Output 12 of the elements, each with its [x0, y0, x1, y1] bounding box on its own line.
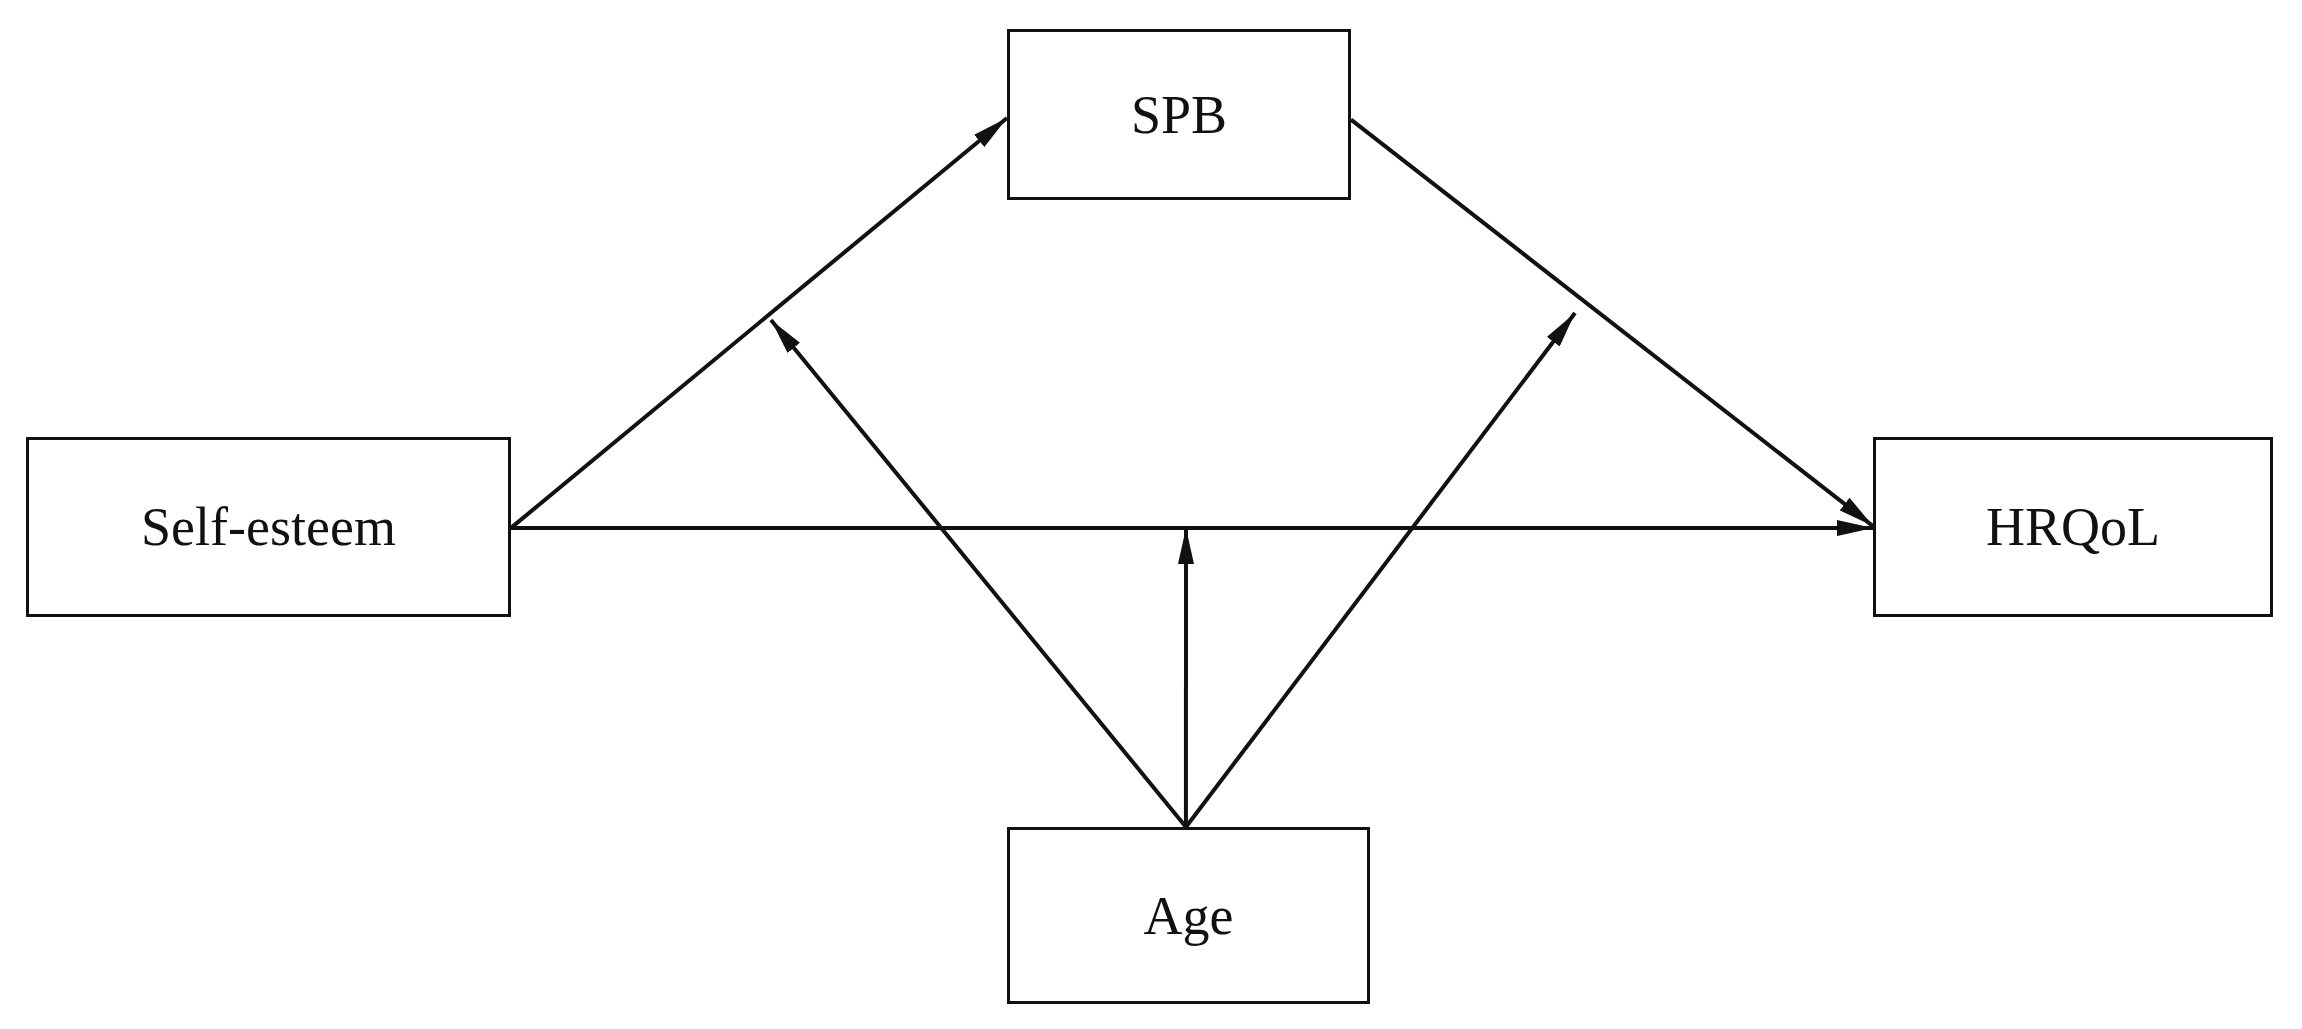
variable-box [1007, 827, 1370, 1004]
arrow [1184, 311, 1577, 829]
variable-label: Age [1143, 884, 1234, 947]
variable-label: HRQoL [1986, 496, 2160, 558]
variable-box [1007, 29, 1351, 200]
arrow [511, 520, 1873, 537]
variable-box [26, 437, 511, 617]
arrow [1349, 118, 1875, 528]
variable-label: Self-esteem [141, 496, 396, 558]
variable-label: SPB [1130, 83, 1228, 146]
variable-box [1873, 437, 2273, 617]
arrow [1178, 528, 1194, 827]
